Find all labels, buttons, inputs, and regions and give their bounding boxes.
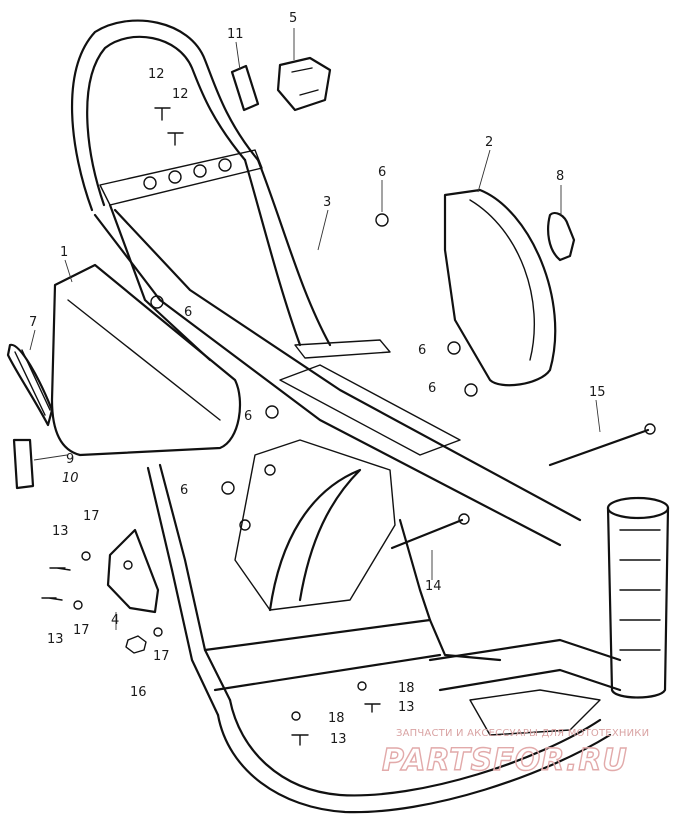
callout-2: 2 [485,135,493,150]
screws-12-13 [41,107,381,746]
right-side-cover [443,188,557,387]
callout-18b: 18 [328,711,345,726]
callout-12a: 12 [148,67,165,82]
watermark-caption: ЗАПЧАСТИ И АКСЕССУАРЫ ДЛЯ МОТОТЕХНИКИ [396,728,649,739]
callout-11: 11 [227,27,244,42]
callout-6b: 6 [184,305,192,320]
strip-9-10 [12,438,35,490]
watermark: ЗАПЧАСТИ И АКСЕССУАРЫ ДЛЯ МОТОТЕХНИКИ PA… [381,728,649,779]
callout-16: 16 [130,685,147,700]
callout-3: 3 [323,195,331,210]
callout-13a: 13 [52,524,69,539]
callout-8: 8 [556,169,564,184]
callout-9: 9 [66,452,74,467]
callout-17a: 17 [83,509,100,524]
callout-15: 15 [589,385,606,400]
clip-8 [547,211,576,262]
pivot-bushing [606,496,670,699]
callout-5: 5 [289,11,297,26]
callout-6e: 6 [244,409,252,424]
callout-17c: 17 [153,649,170,664]
callout-13b: 13 [47,632,64,647]
main-frame [70,19,622,814]
emblem-7 [6,343,54,427]
callout-10: 10 [62,471,79,486]
callout-6c: 6 [418,343,426,358]
washers-17-18 [73,551,367,721]
callout-14: 14 [425,579,442,594]
callout-12b: 12 [172,87,189,102]
callout-labels: 5 11 12 12 2 8 6 3 1 6 7 6 6 15 6 9 10 6… [29,11,606,747]
leader-lines [29,28,601,630]
callout-6f: 6 [180,483,188,498]
callout-13c: 13 [398,700,415,715]
callout-18a: 18 [398,681,415,696]
callout-17b: 17 [73,623,90,638]
nut-16 [125,635,147,654]
callout-7: 7 [29,315,37,330]
stay-4 [106,528,160,614]
left-side-cover [50,263,242,457]
callout-13d: 13 [330,732,347,747]
callout-6a: 6 [378,165,386,180]
strap-11 [230,64,260,112]
callout-4: 4 [111,613,119,628]
grommets-6 [150,213,478,495]
bracket-5 [276,56,332,112]
callout-6d: 6 [428,381,436,396]
bolt-14 [390,513,470,550]
bolt-15 [548,423,656,467]
watermark-logo: PARTSFOR.RU [382,743,628,778]
callout-1: 1 [60,245,68,260]
